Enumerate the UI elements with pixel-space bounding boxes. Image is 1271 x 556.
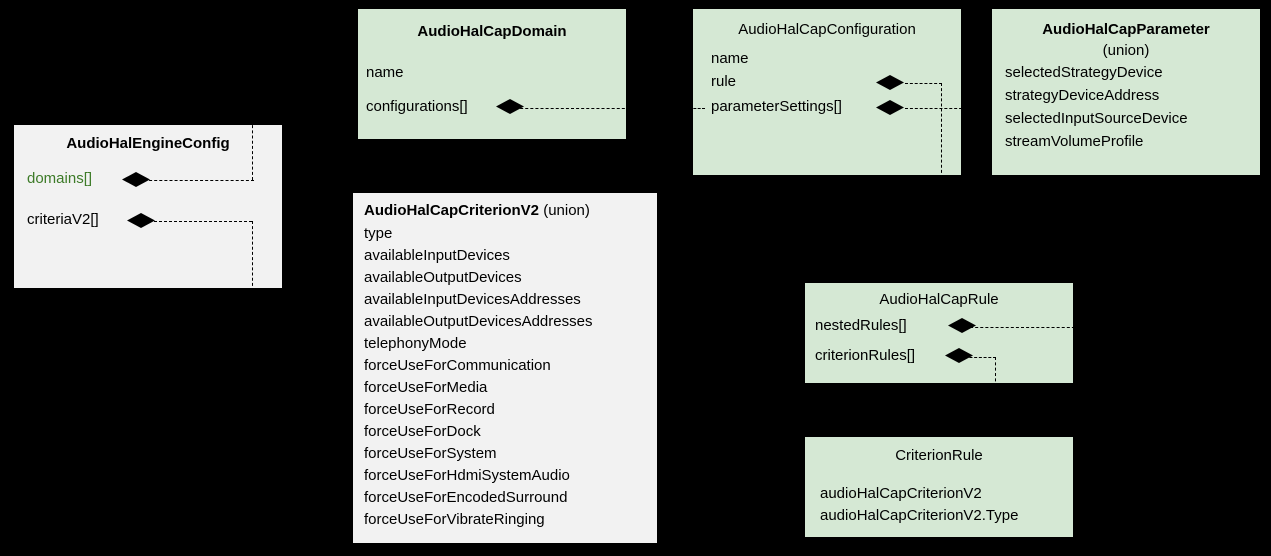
class-title-audio-hal-cap-parameter: AudioHalCapParameter bbox=[1042, 21, 1210, 38]
connector-rule-horizontal bbox=[905, 83, 942, 84]
attribute-available-output-devices: availableOutputDevices bbox=[364, 269, 522, 286]
class-subtitle-audio-hal-cap-parameter: (union) bbox=[1102, 42, 1150, 59]
aggregation-diamond-domains bbox=[122, 172, 150, 187]
attribute-force-use-for-encoded-surround: forceUseForEncodedSurround bbox=[364, 489, 568, 506]
attribute-force-use-for-hdmi-system-audio: forceUseForHdmiSystemAudio bbox=[364, 467, 570, 484]
connector-rule-vertical bbox=[941, 83, 942, 175]
attribute-selected-strategy-device: selectedStrategyDevice bbox=[1005, 64, 1163, 81]
class-title-audio-hal-cap-criterion-v2: AudioHalCapCriterionV2 (union) bbox=[364, 202, 657, 219]
class-box-audio-hal-cap-configuration[interactable]: AudioHalCapConfiguration name rule param… bbox=[692, 8, 962, 176]
connector-configurations-inbound-stub bbox=[693, 108, 705, 109]
aggregation-diamond-configurations bbox=[496, 99, 524, 114]
connector-parameter-settings-horizontal bbox=[905, 108, 961, 109]
attribute-force-use-for-media: forceUseForMedia bbox=[364, 379, 488, 396]
connector-criteria-horizontal bbox=[134, 221, 252, 222]
aggregation-diamond-nested-rules bbox=[948, 318, 976, 333]
connector-criterion-rules-horizontal bbox=[960, 357, 996, 358]
aggregation-diamond-parameter-settings bbox=[876, 100, 904, 115]
attribute-available-input-devices-addresses: availableInputDevicesAddresses bbox=[364, 291, 581, 308]
attribute-force-use-for-record: forceUseForRecord bbox=[364, 401, 495, 418]
connector-criterion-rules-vertical bbox=[995, 357, 996, 383]
attribute-force-use-for-dock: forceUseForDock bbox=[364, 423, 481, 440]
attribute-telephony-mode: telephonyMode bbox=[364, 335, 467, 352]
connector-configurations-horizontal-inner bbox=[510, 108, 626, 109]
class-title-audio-hal-cap-domain: AudioHalCapDomain bbox=[417, 23, 567, 40]
connector-domains-horizontal bbox=[144, 180, 254, 181]
class-title-audio-hal-cap-configuration: AudioHalCapConfiguration bbox=[738, 21, 916, 38]
class-title-audio-hal-engine-config: AudioHalEngineConfig bbox=[66, 135, 230, 152]
connector-nested-rules-horizontal bbox=[965, 327, 1073, 328]
class-box-audio-hal-cap-domain[interactable]: AudioHalCapDomain name configurations[] bbox=[357, 8, 627, 140]
class-box-audio-hal-cap-rule[interactable]: AudioHalCapRule nestedRules[] criterionR… bbox=[804, 282, 1074, 384]
attribute-audio-hal-cap-criterion-v2: audioHalCapCriterionV2 bbox=[820, 485, 982, 502]
class-box-audio-hal-cap-parameter[interactable]: AudioHalCapParameter (union) selectedStr… bbox=[991, 8, 1261, 176]
class-union-label: (union) bbox=[543, 202, 590, 219]
attribute-stream-volume-profile: streamVolumeProfile bbox=[1005, 133, 1144, 150]
attribute-name: name bbox=[366, 64, 404, 81]
class-title-audio-hal-cap-rule: AudioHalCapRule bbox=[879, 291, 999, 308]
attribute-name: name bbox=[711, 50, 749, 67]
attribute-available-output-devices-addresses: availableOutputDevicesAddresses bbox=[364, 313, 593, 330]
class-box-criterion-rule[interactable]: CriterionRule audioHalCapCriterionV2 aud… bbox=[804, 436, 1074, 538]
aggregation-diamond-criteria-v2 bbox=[127, 213, 155, 228]
attribute-domains: domains[] bbox=[27, 170, 93, 187]
attribute-strategy-device-address: strategyDeviceAddress bbox=[1005, 87, 1160, 104]
attribute-configurations: configurations[] bbox=[366, 98, 468, 115]
attribute-available-input-devices: availableInputDevices bbox=[364, 247, 510, 264]
attribute-rule: rule bbox=[711, 73, 737, 90]
attribute-audio-hal-cap-criterion-v2-type: audioHalCapCriterionV2.Type bbox=[820, 507, 1019, 524]
attribute-force-use-for-vibrate-ringing: forceUseForVibrateRinging bbox=[364, 511, 545, 528]
attribute-selected-input-source-device: selectedInputSourceDevice bbox=[1005, 110, 1188, 127]
attribute-type: type bbox=[364, 225, 393, 242]
class-box-audio-hal-cap-criterion-v2[interactable]: AudioHalCapCriterionV2 (union) type avai… bbox=[352, 192, 658, 544]
attribute-criteria-v2: criteriaV2[] bbox=[27, 211, 99, 228]
class-title-text: AudioHalCapCriterionV2 bbox=[364, 202, 540, 219]
aggregation-diamond-criterion-rules bbox=[945, 348, 973, 363]
class-title-criterion-rule: CriterionRule bbox=[895, 447, 983, 464]
attribute-criterion-rules: criterionRules[] bbox=[815, 347, 916, 364]
aggregation-diamond-rule bbox=[876, 75, 904, 90]
connector-domains-vertical bbox=[252, 125, 253, 180]
class-box-audio-hal-engine-config[interactable]: AudioHalEngineConfig domains[] criteriaV… bbox=[13, 124, 283, 289]
connector-criteria-vertical bbox=[252, 221, 253, 288]
attribute-force-use-for-system: forceUseForSystem bbox=[364, 445, 497, 462]
attribute-force-use-for-communication: forceUseForCommunication bbox=[364, 357, 551, 374]
attribute-parameter-settings: parameterSettings[] bbox=[711, 98, 842, 115]
attribute-nested-rules: nestedRules[] bbox=[815, 317, 907, 334]
